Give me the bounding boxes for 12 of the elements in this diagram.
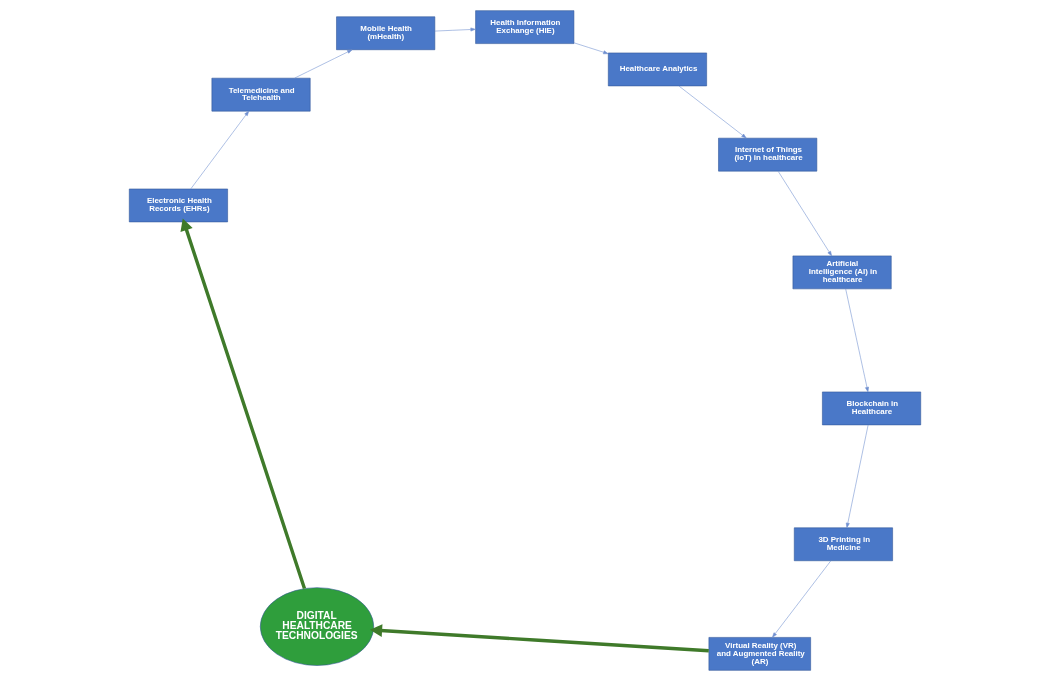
arrow [777, 171, 832, 257]
arrow [179, 218, 306, 589]
node-ellipse: DIGITAL HEALTHCARE TECHNOLOGIES [259, 587, 374, 666]
arrow [678, 85, 746, 139]
arrow [434, 27, 476, 32]
arrow [190, 110, 249, 190]
arrow [573, 42, 608, 55]
arrow [293, 49, 352, 79]
arrow [369, 624, 709, 653]
arrow [845, 424, 868, 528]
arrow [771, 560, 831, 638]
arrow [844, 288, 869, 393]
